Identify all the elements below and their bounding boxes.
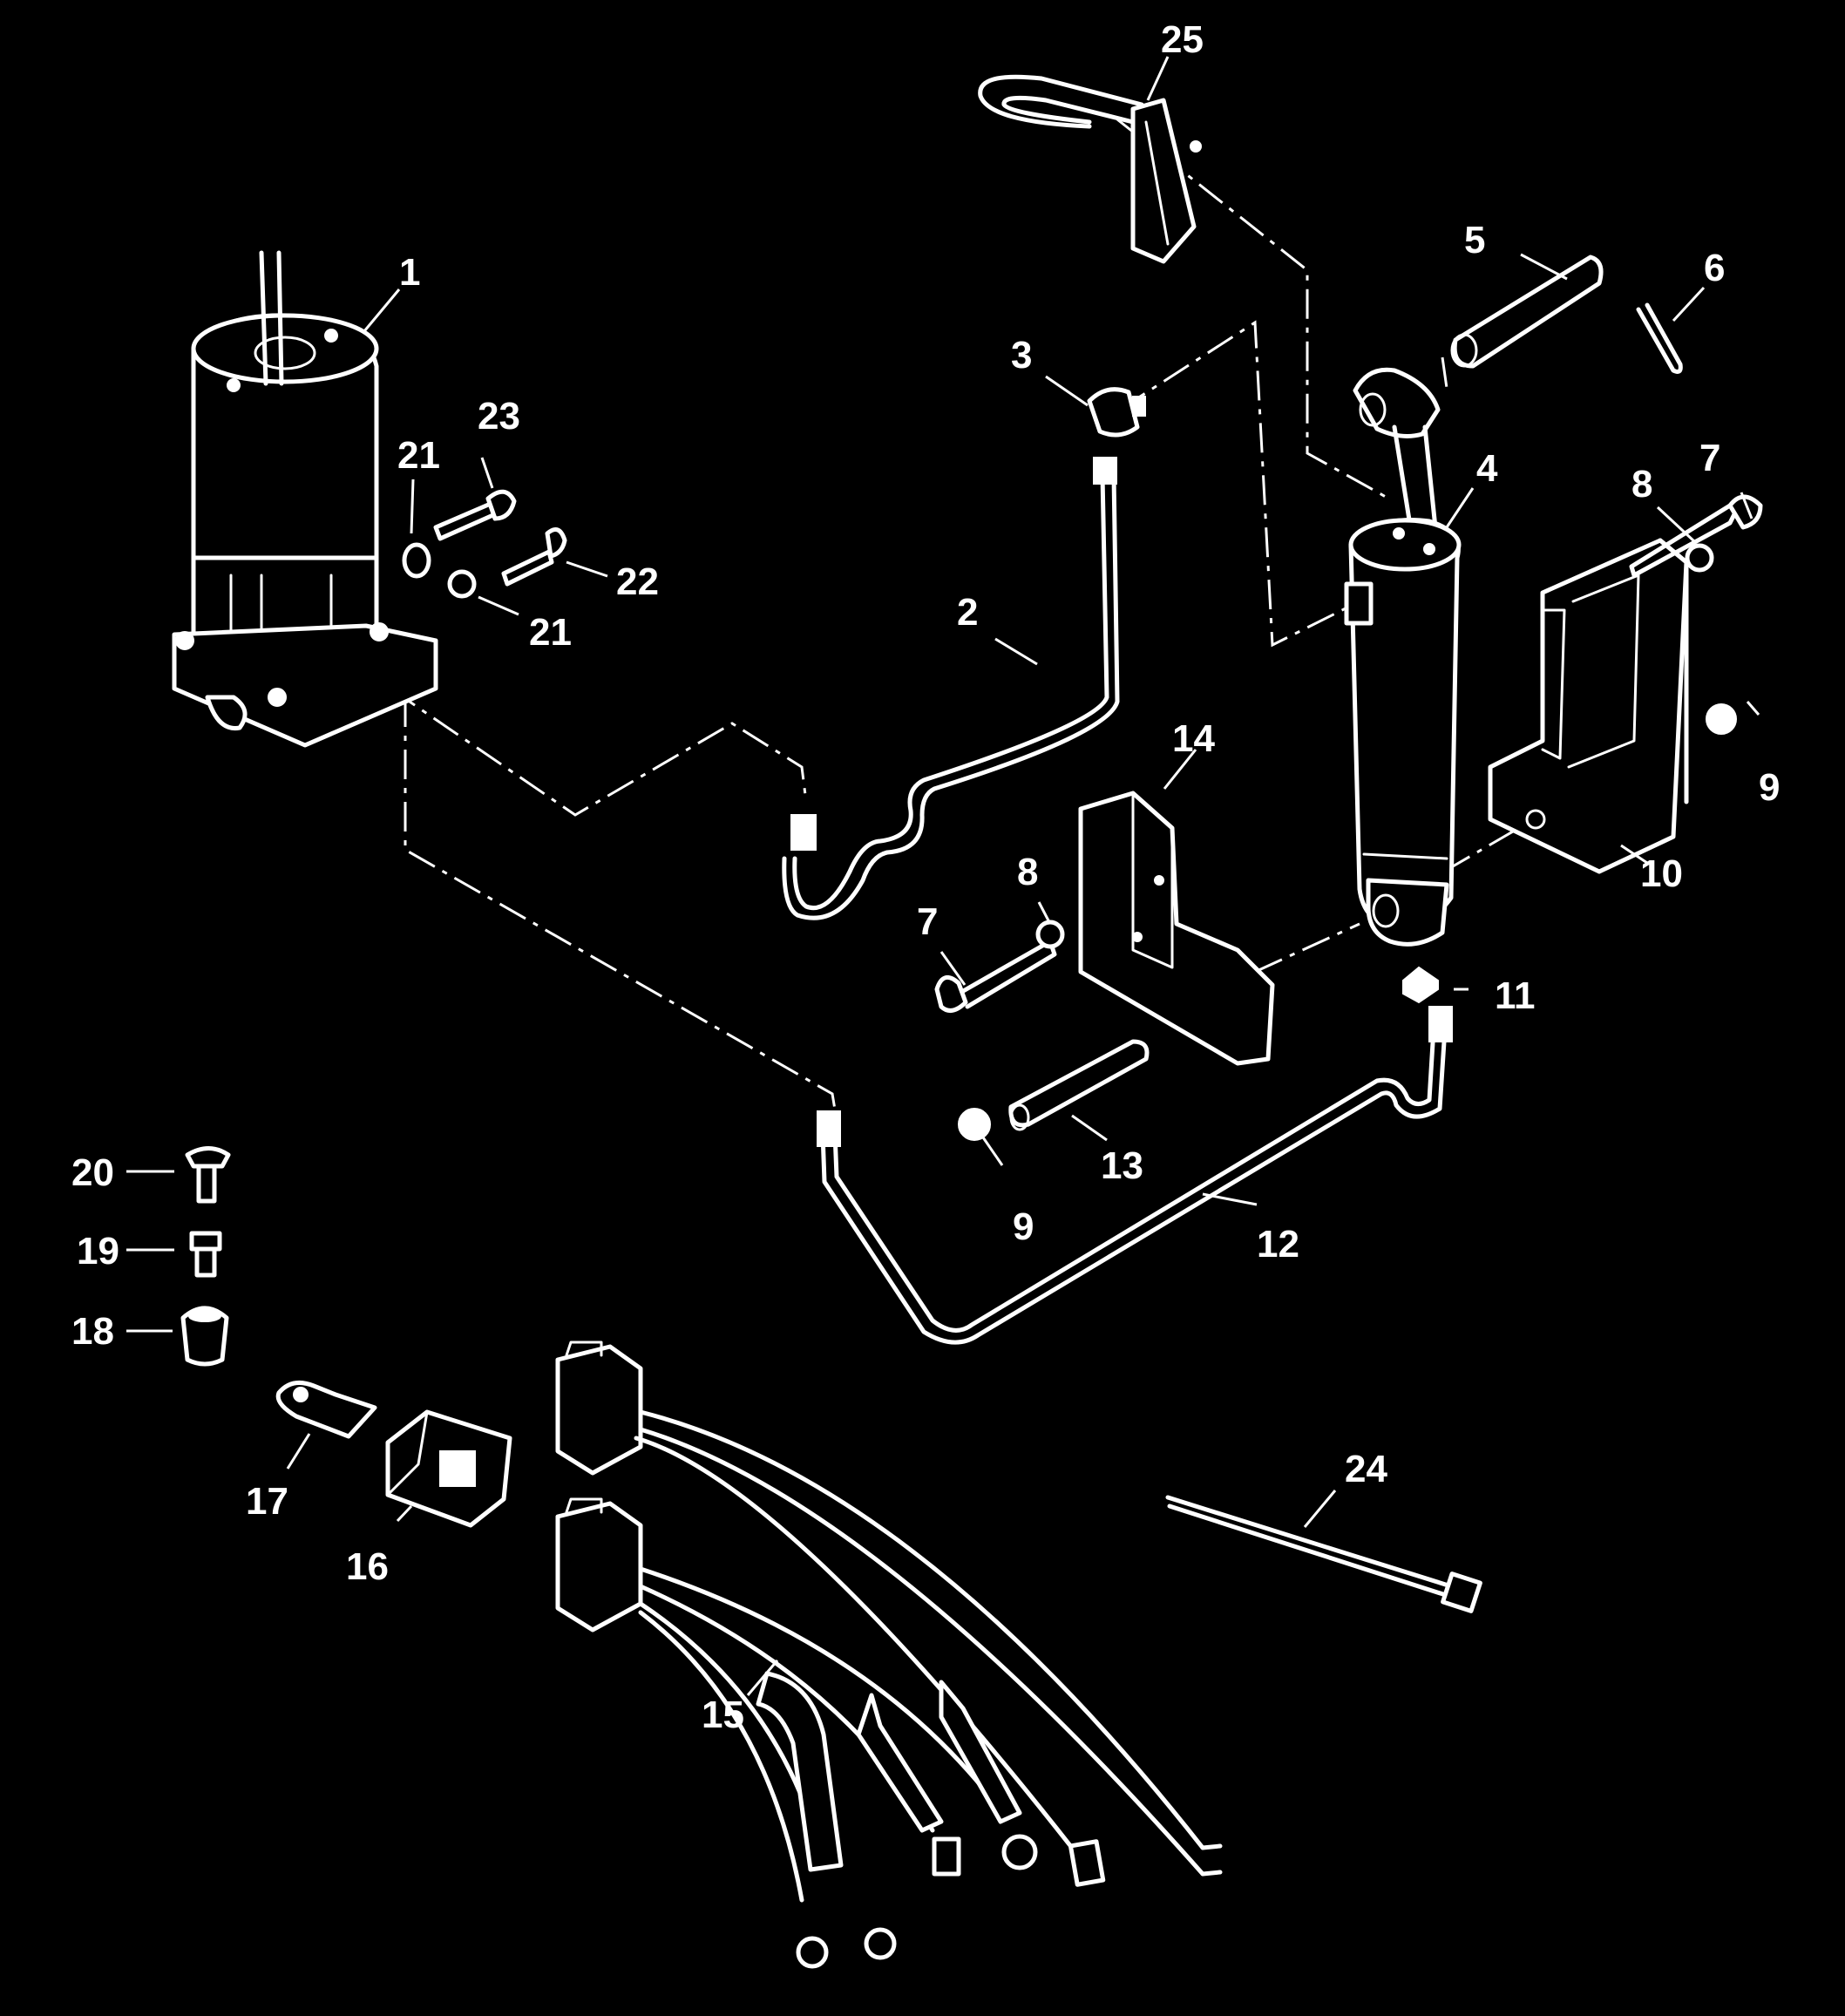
washer-lower: [447, 569, 477, 599]
screw: [185, 1146, 231, 1204]
retaining-clip: [275, 1380, 377, 1439]
label-part-24: 24: [1345, 1448, 1387, 1490]
label-part-12: 12: [1257, 1223, 1299, 1266]
label-part-8-left: 8: [1017, 851, 1038, 893]
sleeve: [189, 1231, 222, 1278]
cap-cylinder-bottom: [1402, 966, 1439, 1004]
label-part-7-left: 7: [917, 900, 938, 943]
cable-tie: [1165, 1495, 1482, 1613]
lower-pin: [1008, 1039, 1150, 1131]
label-part-15: 15: [702, 1694, 744, 1736]
label-part-22: 22: [616, 560, 659, 603]
bolt-short: [501, 527, 567, 587]
label-part-25: 25: [1161, 18, 1204, 61]
label-part-14: 14: [1172, 717, 1215, 760]
mounting-bracket-right: [1488, 538, 1689, 874]
label-part-11: 11: [1495, 974, 1536, 1017]
cotter-pin: [1636, 302, 1683, 374]
label-part-21-upper: 21: [397, 434, 440, 477]
label-part-6: 6: [1704, 247, 1725, 289]
pump-motor: [172, 250, 438, 748]
label-part-16: 16: [346, 1545, 389, 1588]
label-part-19: 19: [77, 1230, 119, 1273]
label-part-4: 4: [1476, 447, 1498, 490]
label-part-9-right: 9: [1759, 766, 1780, 809]
trim-cylinder: [1344, 367, 1462, 947]
hose-clamp: [978, 74, 1202, 264]
cap-right: [1706, 703, 1737, 735]
label-part-13: 13: [1101, 1144, 1143, 1187]
label-part-18: 18: [71, 1310, 114, 1353]
grommet: [180, 1306, 229, 1367]
label-part-9-lower: 9: [1013, 1205, 1034, 1248]
cylinder-pin: [1450, 255, 1604, 369]
hydraulic-hose-upper: [782, 457, 1120, 920]
cap-lower: [958, 1108, 991, 1141]
bolt-right: [1629, 494, 1763, 578]
part-number-labels: 1 2 3 4 5 6 7 7 8 8 9 9 10 11 12 13 14 1…: [71, 18, 1780, 1736]
label-part-8-right: 8: [1631, 463, 1652, 506]
mounting-bracket-left: [1078, 791, 1275, 1066]
label-part-20: 20: [71, 1151, 114, 1194]
bolt-left: [934, 939, 1057, 1013]
washer-left: [1035, 920, 1065, 949]
hose-fitting-elbow: [1087, 387, 1146, 438]
leader-lines: [126, 56, 1760, 1696]
washer-upper: [402, 542, 431, 579]
washer-right: [1685, 543, 1714, 573]
hydraulic-hose-lower: [817, 1006, 1453, 1345]
label-part-2: 2: [957, 591, 978, 634]
wiring-harness: [555, 1341, 1223, 1969]
label-part-1: 1: [399, 251, 420, 294]
label-part-17: 17: [246, 1480, 288, 1523]
label-part-5: 5: [1464, 219, 1485, 261]
label-part-10: 10: [1640, 852, 1683, 895]
label-part-3: 3: [1011, 334, 1032, 377]
label-part-23: 23: [478, 395, 520, 438]
assembly-lines: [390, 118, 1535, 1121]
bolt-long: [433, 489, 517, 541]
relay: [385, 1409, 512, 1528]
label-part-21-lower: 21: [529, 611, 572, 654]
label-part-7-right: 7: [1699, 437, 1720, 479]
